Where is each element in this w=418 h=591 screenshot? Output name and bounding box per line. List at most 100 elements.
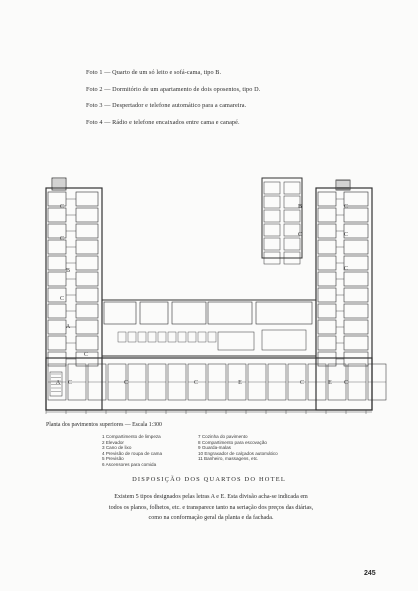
room-type-letter: A [66, 324, 71, 330]
room-type-letter: C [60, 296, 64, 302]
legend-item: 2 Elevador [102, 439, 124, 445]
plan-wall [47, 271, 67, 287]
plan-wall [335, 179, 351, 191]
photo-caption-2: Foto 2 — Dormitório de um apartamento de… [86, 85, 261, 93]
plan-wall [263, 237, 281, 251]
body-paragraph: Existem 5 tipos designados pelas letras … [80, 492, 342, 524]
plan-wall [47, 255, 67, 271]
plan-wall [283, 209, 301, 223]
plan-wall [317, 271, 337, 287]
legend-item: 4 Previsão de roupa de cama [102, 450, 163, 456]
plan-wall [51, 177, 67, 191]
plan-wall [45, 187, 103, 411]
plan-wall [103, 301, 137, 325]
plan-wall [171, 301, 207, 325]
plan-wall [255, 301, 313, 325]
plan-wall [317, 335, 337, 351]
room-type-letter: C [344, 266, 348, 272]
legend-item: 1 Compartimento de limpeza [102, 434, 161, 439]
plan-wall [47, 303, 67, 319]
plan-wall [283, 195, 301, 209]
plan-wall [263, 195, 281, 209]
body-line: todos os planos, folhetos, etc. e transp… [108, 504, 314, 511]
room-type-letter: A [56, 380, 61, 386]
room-type-letter: C [60, 204, 64, 210]
plan-wall [263, 181, 281, 195]
plan-wall [207, 331, 217, 343]
photo-caption-3: Foto 3 — Despertador e telefone automáti… [86, 102, 247, 109]
plan-wall [47, 335, 67, 351]
plan-wall [343, 303, 369, 319]
room-type-letter: B [66, 268, 70, 274]
plan-wall [217, 331, 255, 351]
plan-wall [137, 331, 147, 343]
plan-wall [263, 251, 281, 265]
plan-wall [147, 331, 157, 343]
plan-caption: Planta dos pavimentos superiores — Escal… [46, 422, 162, 428]
plan-wall [283, 251, 301, 265]
plan-wall [47, 319, 67, 335]
room-type-letter: C [124, 380, 128, 386]
plan-wall [317, 191, 337, 207]
plan-wall [263, 223, 281, 237]
room-type-letter: C [300, 380, 304, 386]
room-type-letter: C [298, 232, 302, 238]
plan-wall [47, 207, 67, 223]
room-type-letter: B [298, 204, 302, 210]
photo-caption-1: Foto 1 — Quarto de um só leito e sofá-ca… [86, 69, 222, 76]
plan-wall [263, 209, 281, 223]
plan-wall [283, 181, 301, 195]
legend-left: 1 Compartimento de limpeza 2 Elevador 3 … [102, 434, 162, 468]
plan-wall [177, 331, 187, 343]
plan-wall [207, 301, 253, 325]
legend-item: 5 Previsão [102, 456, 124, 462]
photo-caption-4: Foto 4 — Rádio e telefone encaixados ent… [86, 118, 240, 126]
plan-wall [343, 319, 369, 335]
plan-wall [317, 319, 337, 335]
room-type-letter: C [344, 204, 348, 210]
body-line: Existem 5 tipos designados pelas letras … [114, 494, 308, 500]
plan-wall [317, 287, 337, 303]
plan-wall [187, 331, 197, 343]
legend-item: 8 Compartimento para escovação [198, 439, 267, 445]
legend-item: 9 Guarda-malas [198, 445, 231, 451]
legend-item: 7 Cozinha do pavimento [198, 434, 248, 439]
plan-wall [49, 371, 63, 397]
legend-item: 6 Ascensores para comida [102, 461, 157, 467]
plan-wall [261, 329, 307, 351]
plan-wall [343, 287, 369, 303]
plan-wall [75, 191, 99, 207]
legend-item: 10 Engraxador de calçados automático [198, 450, 278, 456]
plan-wall [343, 271, 369, 287]
page-number: 245 [364, 570, 376, 577]
plan-wall [317, 303, 337, 319]
plan-wall [45, 357, 373, 411]
plan-wall [75, 223, 99, 239]
plan-wall [75, 239, 99, 255]
legend-item: 3 Cano de lixo [102, 445, 132, 451]
plan-wall [75, 287, 99, 303]
plan-wall [343, 207, 369, 223]
legend-right: 7 Cozinha do pavimento 8 Compartimento p… [198, 434, 278, 462]
room-type-letter: C [194, 380, 198, 386]
room-type-letter: E [238, 380, 242, 386]
room-type-letter: C [344, 232, 348, 238]
plan-wall [283, 223, 301, 237]
plan-wall [75, 319, 99, 335]
plan-wall [75, 255, 99, 271]
legend-item: 11 Banheiro, massagens, etc. [198, 456, 259, 462]
plan-wall [75, 271, 99, 287]
photo-captions: Foto 1 — Quarto de um só leito e sofá-ca… [86, 69, 261, 136]
room-type-letter: C [84, 352, 88, 358]
plan-wall [139, 301, 169, 325]
plan-wall [101, 299, 317, 357]
body-line: como na conformação geral da planta e da… [148, 515, 274, 521]
room-type-letter: C [60, 236, 64, 242]
plan-wall [167, 331, 177, 343]
plan-wall [75, 207, 99, 223]
section-title: DISPOSIÇÃO DOS QUARTOS DO HOTEL [132, 476, 286, 483]
plan-wall [157, 331, 167, 343]
plan-wall [75, 335, 99, 351]
plan-wall [317, 223, 337, 239]
